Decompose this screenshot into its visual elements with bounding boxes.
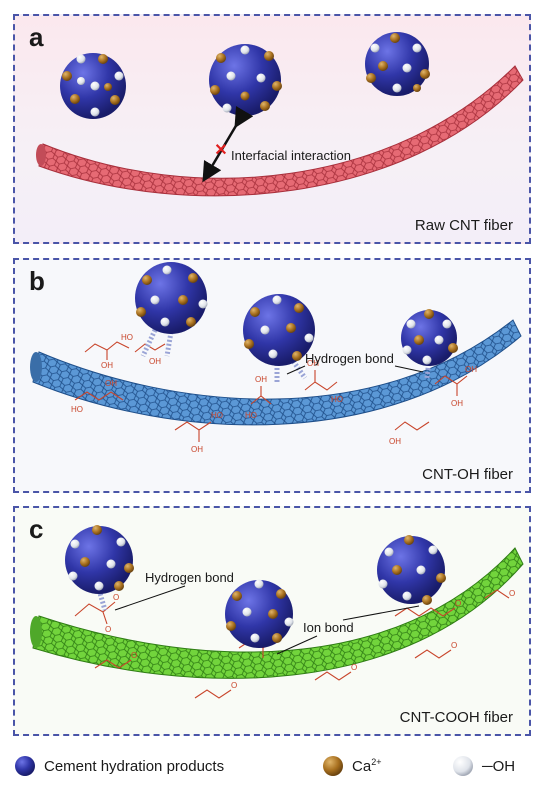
svg-text:O: O (105, 625, 111, 634)
svg-text:OH: OH (191, 445, 203, 454)
cnt-cooh-fiber (32, 547, 524, 679)
ion-bond-label: Ion bond (303, 620, 354, 635)
svg-text:O: O (231, 681, 237, 690)
panel-a-caption: Raw CNT fiber (414, 217, 513, 234)
svg-text:HO: HO (245, 411, 257, 420)
svg-text:O: O (509, 589, 515, 598)
panel-b: b OH HO OH HO OH OH HO HO OH OH HO OH OH OH (13, 258, 531, 493)
svg-text:OH: OH (105, 379, 117, 388)
pointer-line (286, 365, 306, 375)
hydrogen-bond-label: Hydrogen bond (305, 351, 394, 366)
cement-sphere-icon (15, 756, 35, 776)
svg-text:O: O (455, 599, 461, 608)
pointer-line (342, 605, 420, 621)
panel-a-letter: a (29, 22, 44, 52)
cement-particle (225, 579, 294, 648)
legend-item-calcium: Ca2+ (322, 754, 381, 778)
legend-calcium-label: Ca (352, 758, 372, 775)
cement-particle (377, 535, 446, 605)
svg-text:OH: OH (451, 399, 463, 408)
panel-c-figure: OO O O O O O O O (30, 525, 524, 699)
legend-item-cement: Cement hydration products (14, 754, 224, 778)
svg-text:OH: OH (149, 357, 161, 366)
legend-hydroxyl-label: ─OH (482, 757, 516, 775)
panel-b-caption: CNT-OH fiber (422, 466, 513, 483)
svg-text:OH: OH (389, 437, 401, 446)
svg-text:OH: OH (465, 365, 477, 374)
legend-item-hydroxyl: ─OH (452, 754, 515, 778)
panel-c-letter: c (29, 514, 44, 544)
svg-text:HO: HO (331, 395, 343, 404)
legend: Cement hydration products Ca2+ ─OH (0, 748, 550, 784)
legend-cement-label: Cement hydration products (44, 757, 225, 775)
svg-text:HO: HO (71, 405, 83, 414)
hydroxyl-icon (453, 756, 473, 776)
cement-particle (65, 525, 134, 594)
hydrogen-bond-links (96, 589, 108, 611)
pointer-line (114, 585, 186, 611)
svg-text:HO: HO (121, 333, 133, 342)
svg-text:OH: OH (255, 375, 267, 384)
cnt-oh-fiber (32, 319, 522, 426)
hydrogen-bond-label: Hydrogen bond (145, 570, 234, 585)
svg-text:HO: HO (211, 411, 223, 420)
svg-text:OH: OH (307, 359, 319, 368)
svg-text:O: O (131, 651, 137, 660)
carboxyl-groups: OO O O O O O O O (74, 589, 515, 699)
svg-text:O: O (113, 593, 119, 602)
hydroxyl-groups: OH HO OH HO OH OH HO HO OH OH HO OH OH OH (71, 333, 477, 454)
panel-a: a ✕ (13, 14, 531, 244)
interaction-arrow (202, 105, 254, 183)
panel-b-letter: b (29, 266, 45, 296)
pointer-line (276, 635, 318, 655)
svg-text:OH: OH (101, 361, 113, 370)
panel-c: c OO O O O O O O O (13, 506, 531, 736)
cement-particle (365, 32, 430, 96)
svg-text:O: O (451, 641, 457, 650)
legend-calcium-charge: 2+ (371, 757, 382, 767)
cement-particle (209, 44, 282, 116)
cement-particle (135, 262, 208, 334)
interfacial-interaction-label: Interfacial interaction (231, 148, 351, 163)
cross-icon: ✕ (214, 142, 227, 159)
svg-text:O: O (351, 663, 357, 672)
panel-a-figure: ✕ Interfacial interaction (36, 32, 524, 197)
cement-particle (60, 53, 126, 119)
cement-particle (401, 309, 458, 366)
pointer-line (394, 365, 424, 373)
calcium-ion-icon (323, 756, 343, 776)
cement-particle (243, 294, 315, 366)
panel-c-caption: CNT-COOH fiber (399, 709, 513, 726)
panel-b-figure: OH HO OH HO OH OH HO HO OH OH HO OH OH OH (30, 262, 522, 454)
